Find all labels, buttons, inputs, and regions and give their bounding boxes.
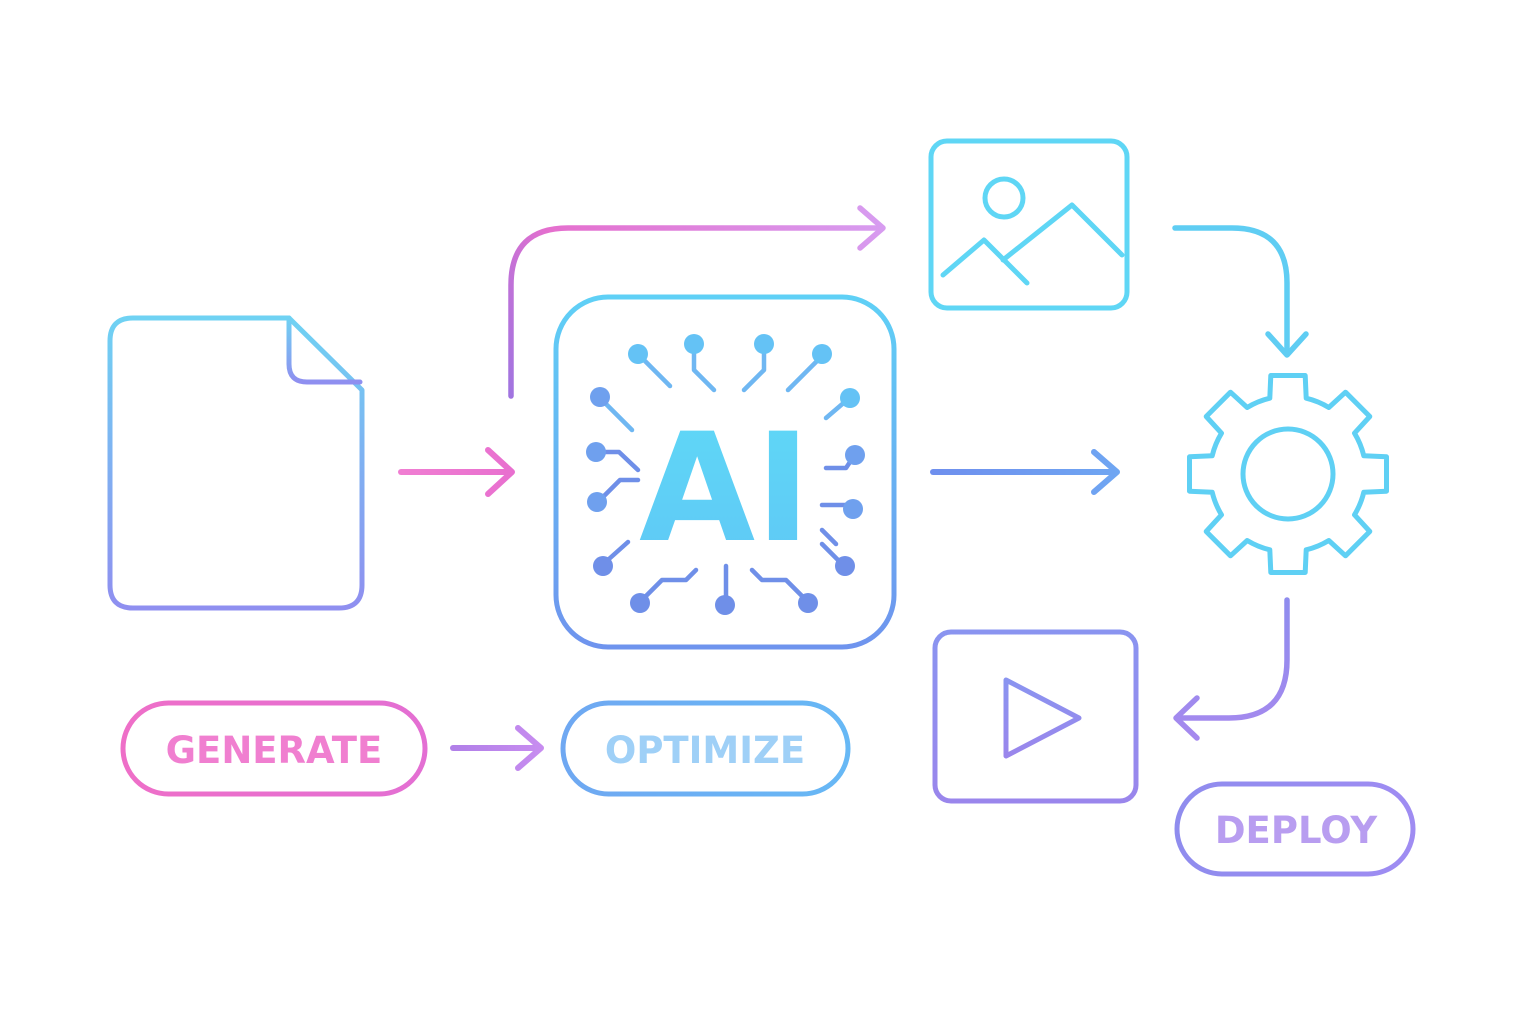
- optimize-pill: OPTIMIZE: [560, 700, 851, 797]
- gear-icon: [1187, 373, 1389, 575]
- generate-pill: GENERATE: [120, 700, 428, 797]
- optimize-label: OPTIMIZE: [605, 729, 805, 772]
- arrow-ai-to-gear: [930, 449, 1120, 495]
- deploy-label: DEPLOY: [1215, 809, 1378, 852]
- arrow-ai-to-image: [508, 205, 886, 399]
- ai-label: AI: [639, 402, 811, 576]
- arrow-generate-to-optimize: [450, 725, 544, 771]
- image-icon: [928, 138, 1130, 311]
- video-play-icon: [932, 629, 1139, 804]
- document-icon: [107, 315, 365, 611]
- generate-label: GENERATE: [166, 729, 383, 772]
- arrow-gear-to-video: [1173, 597, 1290, 741]
- deploy-pill: DEPLOY: [1174, 781, 1416, 877]
- arrow-document-to-ai: [398, 447, 515, 497]
- arrow-image-to-gear: [1172, 225, 1309, 358]
- ai-chip-icon: AI: [553, 294, 897, 650]
